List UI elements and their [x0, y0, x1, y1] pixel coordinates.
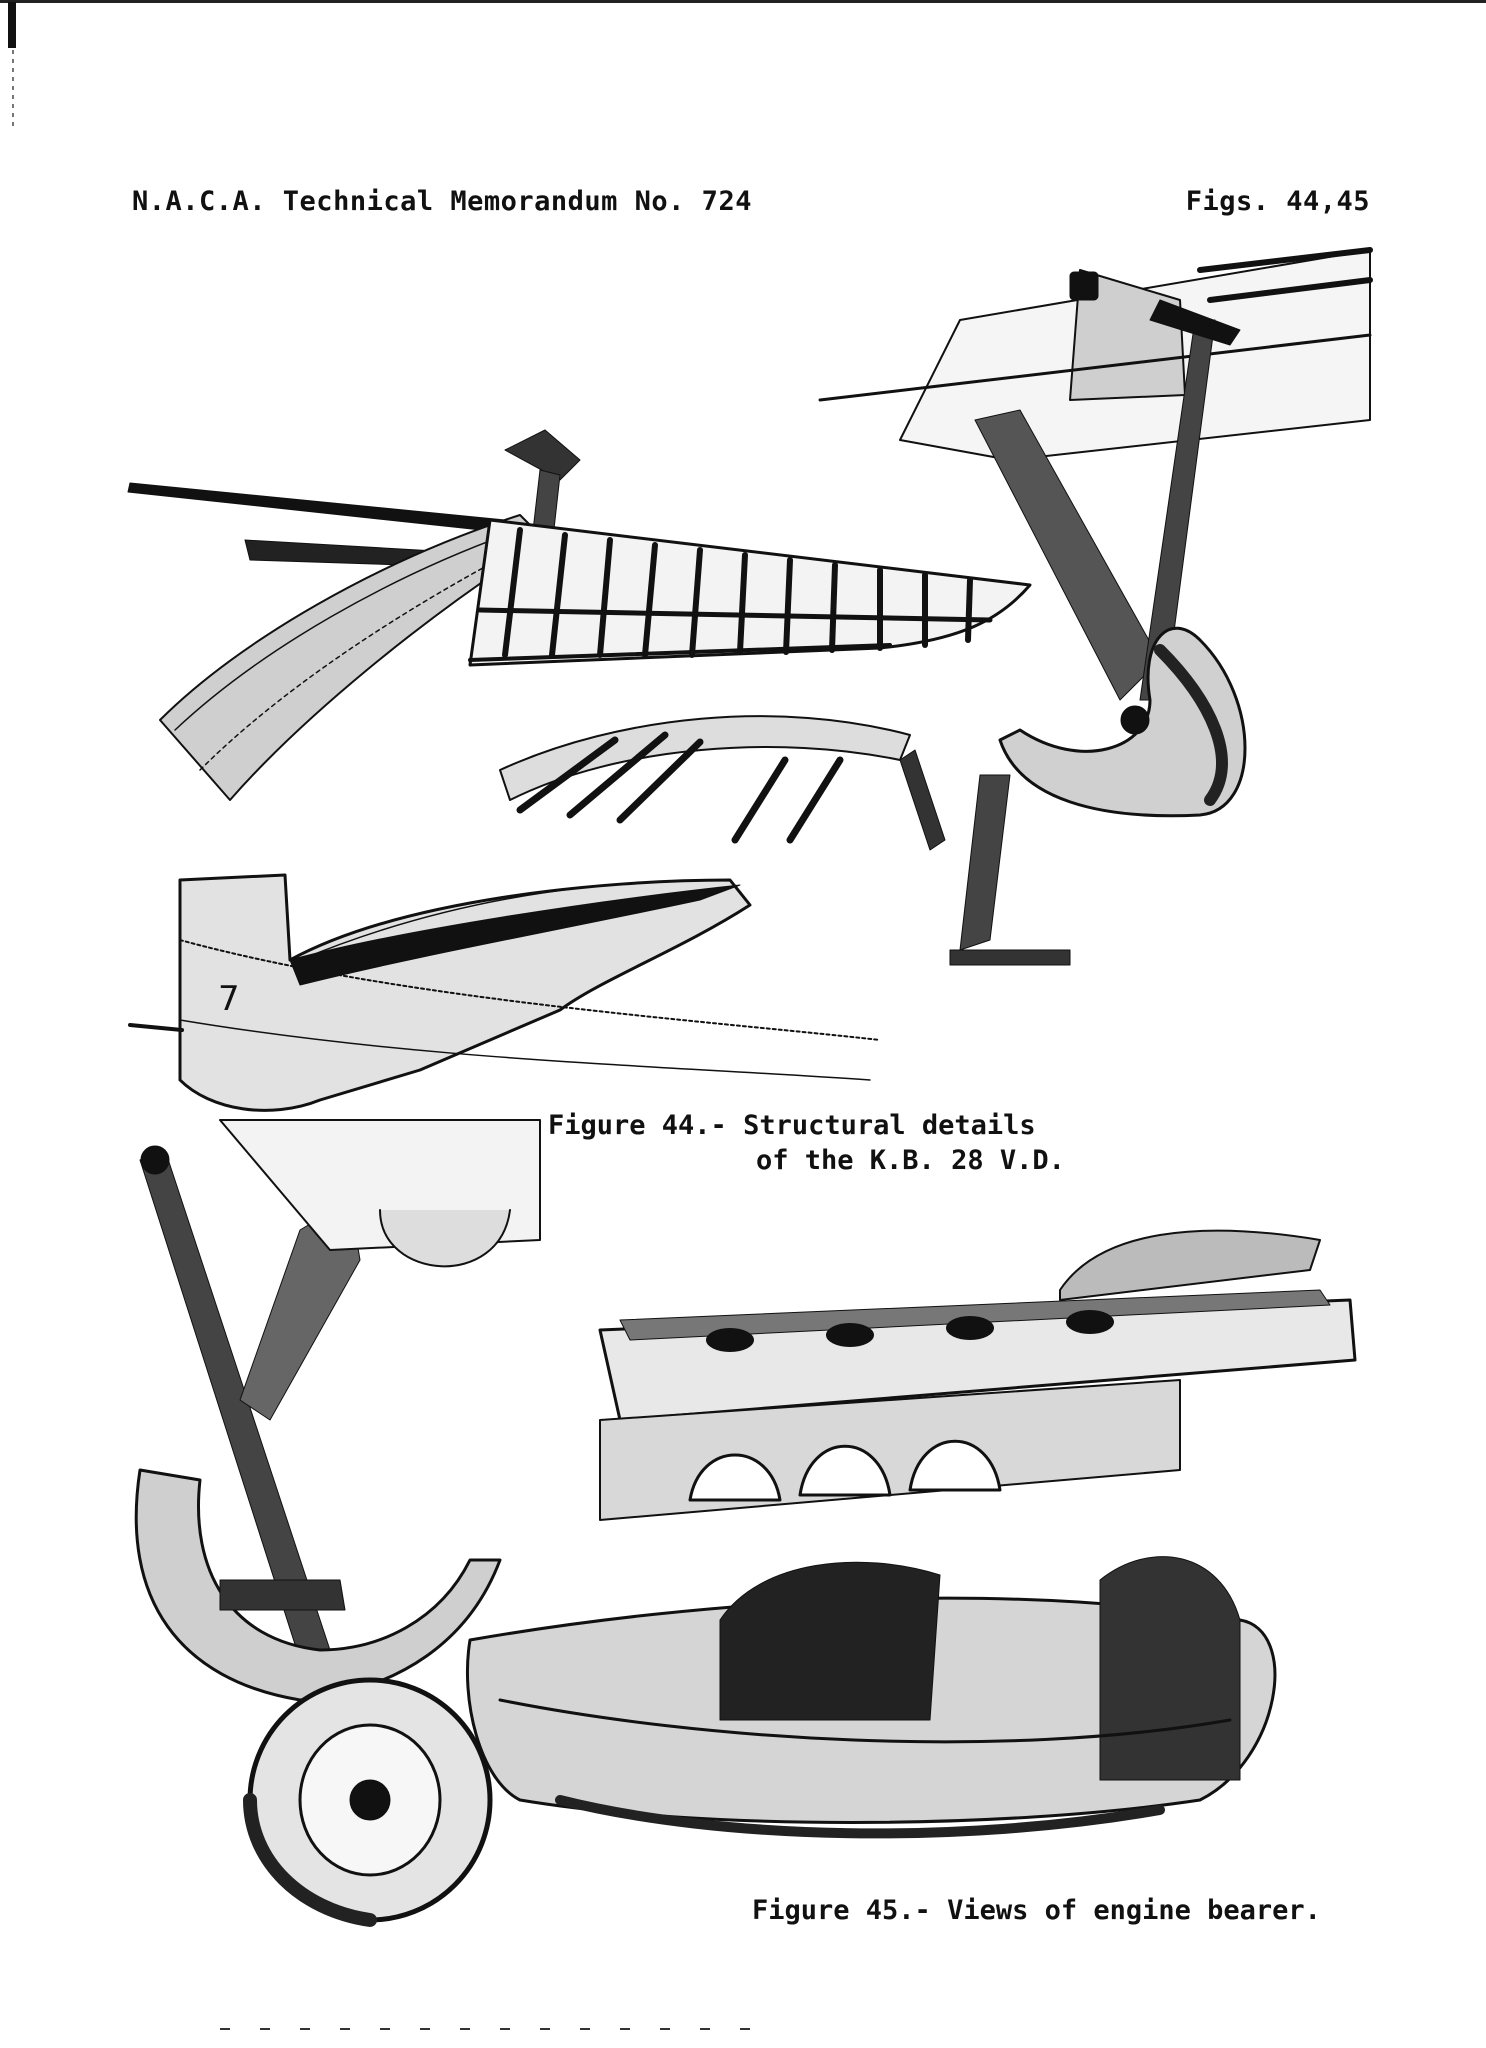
- scan-mark: [8, 2, 16, 48]
- svg-text:7: 7: [218, 979, 240, 1019]
- top-rule: [0, 0, 1486, 3]
- figure-44-caption: Figure 44.- Structural details: [548, 1110, 1036, 1141]
- scan-dots: [220, 2028, 780, 2030]
- figure-45-caption: Figure 45.- Views of engine bearer.: [752, 1895, 1321, 1926]
- engine-bearer-illustration: [466, 1229, 1357, 1839]
- landing-gear-illustration: [818, 247, 1373, 966]
- scan-edge: [12, 50, 14, 130]
- memo-title: N.A.C.A. Technical Memorandum No. 724: [132, 186, 752, 217]
- gear-wheel-illustration: [134, 1119, 541, 1927]
- figure-reference: Figs. 44,45: [1185, 186, 1370, 217]
- tail-fin-illustration: 7: [127, 429, 1032, 1112]
- figure-44-caption-line2: of the K.B. 28 V.D.: [756, 1145, 1065, 1176]
